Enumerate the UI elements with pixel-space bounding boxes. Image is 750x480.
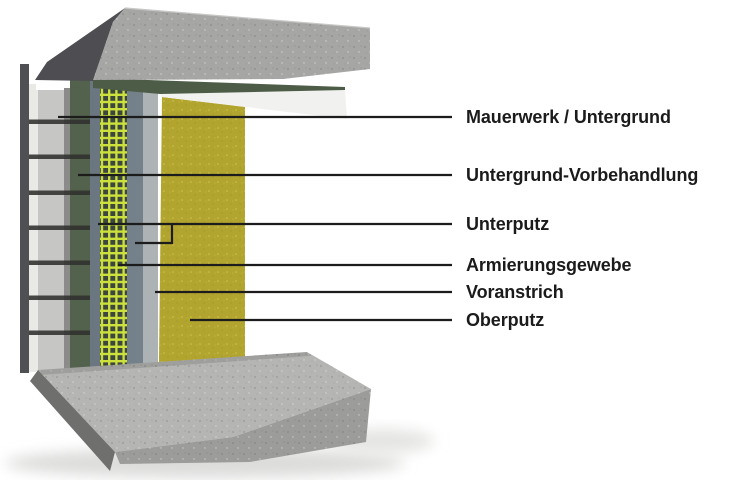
masonry-joint	[29, 154, 90, 159]
floor-slab	[30, 352, 371, 471]
primer-layer	[143, 84, 158, 371]
ceiling-soffit-green-band	[93, 78, 345, 94]
masonry-joint	[29, 330, 90, 335]
leader-lines	[58, 115, 452, 322]
ceiling-slab-end-face	[35, 8, 125, 81]
masonry-highlight-edge	[36, 90, 38, 371]
wall-back-edge	[20, 64, 29, 373]
top-coat-texture	[159, 97, 245, 362]
label-armierungsgewebe: Armierungsgewebe	[466, 255, 632, 275]
label-unterputz: Unterputz	[466, 214, 550, 234]
ceiling-slab-texture	[93, 8, 370, 80]
masonry-joint	[29, 225, 90, 230]
masonry-joints	[29, 119, 90, 335]
floor-slab-wall-shadow	[38, 352, 309, 375]
ceiling-slab	[35, 7, 371, 81]
masonry-joint	[29, 260, 90, 265]
leader-line-unterputz-bracket	[135, 224, 174, 245]
ceiling-slab-top-edge	[124, 7, 371, 29]
base-coat-outer	[127, 82, 143, 372]
masonry-joint	[29, 119, 90, 124]
floor-slab-top-texture	[38, 352, 371, 452]
label-mauerwerk-untergrund: Mauerwerk / Untergrund	[466, 107, 671, 127]
masonry-joint	[29, 295, 90, 300]
floor-slab-front-texture	[115, 389, 371, 464]
label-oberputz: Oberputz	[466, 310, 545, 330]
base-coat-inner	[90, 80, 100, 372]
wall-layers	[20, 64, 245, 373]
masonry-face	[36, 90, 64, 371]
label-untergrund-vorbehandlung: Untergrund-Vorbehandlung	[466, 165, 699, 185]
label-voranstrich: Voranstrich	[466, 282, 564, 302]
ceiling-underside-highlight	[160, 90, 347, 119]
masonry-joint	[29, 190, 90, 195]
floor-slab-left-face	[30, 370, 115, 471]
reinforcement-mesh	[100, 80, 127, 372]
